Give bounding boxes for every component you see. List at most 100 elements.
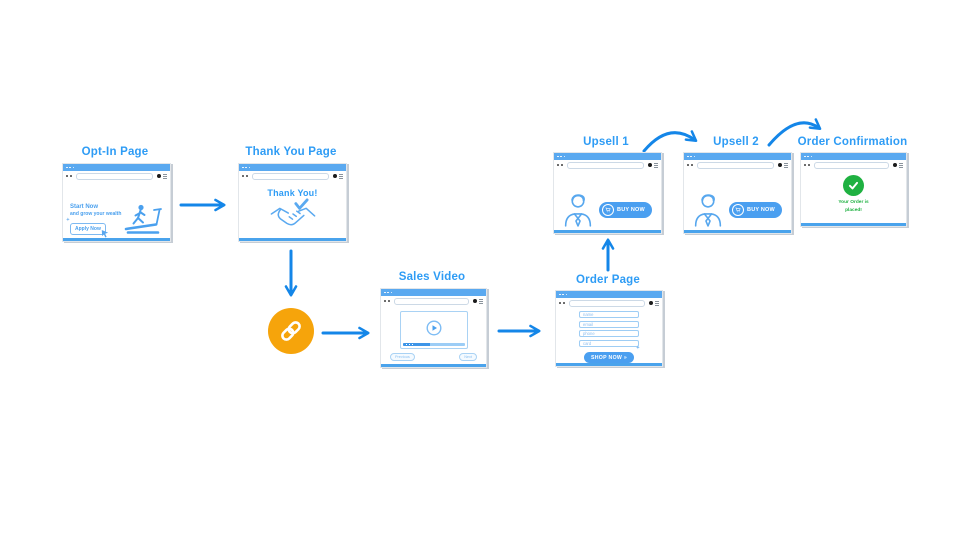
card-field[interactable] — [579, 339, 639, 347]
menu-icon[interactable] — [479, 298, 483, 304]
window-toolbar — [63, 171, 170, 181]
thank-you-message: Thank You! — [267, 188, 318, 198]
sparkle-icon: ✦ — [635, 345, 641, 350]
url-bar[interactable] — [696, 161, 774, 169]
titlebar-dot-icon — [810, 155, 813, 158]
confirmation-content: Your Order is placed! — [801, 170, 906, 223]
opt-in-content: Start Now and grow your wealth ✦ Apply N… — [63, 181, 170, 258]
titlebar-dot-icon — [563, 155, 566, 158]
previous-button[interactable]: Previous — [390, 353, 415, 361]
profile-icon — [157, 174, 161, 178]
next-button[interactable]: Next — [459, 353, 477, 361]
window-titlebar — [554, 153, 661, 160]
window-toolbar — [684, 160, 791, 170]
person-icon — [694, 194, 722, 227]
back-dot-icon — [687, 164, 689, 166]
titlebar-dot-icon — [690, 155, 693, 158]
profile-icon — [893, 163, 897, 167]
titlebar-dot-icon — [562, 293, 565, 296]
url-bar[interactable] — [251, 172, 329, 180]
thank-you-page-window: Thank You! — [238, 163, 347, 242]
thank-you-content: Thank You! — [239, 181, 346, 238]
back-dot-icon — [804, 164, 806, 166]
menu-icon[interactable] — [899, 162, 903, 168]
window-toolbar — [239, 171, 346, 181]
opt-in-headline: Start Now — [70, 204, 99, 210]
url-bar[interactable] — [75, 172, 153, 180]
forward-dot-icon — [69, 175, 72, 177]
person-icon — [564, 194, 592, 227]
opt-in-page-title: Opt-In Page — [81, 146, 149, 158]
buy-now-label: BUY NOW — [747, 207, 775, 213]
shop-now-label: SHOP NOW » — [590, 354, 628, 361]
forward-dot-icon — [560, 164, 563, 166]
upsell-1-title: Upsell 1 — [583, 136, 629, 148]
profile-icon — [649, 301, 653, 305]
menu-icon[interactable] — [339, 173, 343, 179]
window-footer-bar — [556, 363, 662, 366]
url-bar[interactable] — [813, 161, 889, 169]
titlebar-dot-icon — [384, 291, 386, 294]
window-titlebar — [63, 164, 170, 171]
window-toolbar — [556, 298, 662, 308]
sales-video-title: Sales Video — [398, 271, 466, 283]
upsell-2-window: BUY NOW — [683, 152, 792, 234]
apply-now-button[interactable]: ✦ Apply Now — [66, 217, 109, 238]
upsell-2-title: Upsell 2 — [713, 136, 759, 148]
opt-in-page-window: Start Now and grow your wealth ✦ Apply N… — [62, 163, 171, 242]
progress-tick — [405, 343, 407, 345]
shop-now-button[interactable]: ✦ SHOP NOW » ✦ — [583, 345, 640, 363]
play-icon[interactable] — [425, 320, 442, 336]
phone-field[interactable] — [579, 330, 639, 337]
titlebar-dot-icon — [245, 166, 248, 169]
window-titlebar — [381, 289, 486, 296]
url-bar[interactable] — [568, 299, 645, 307]
back-dot-icon — [242, 175, 244, 177]
url-bar[interactable] — [393, 297, 469, 305]
titlebar-dot-icon — [560, 155, 563, 158]
menu-icon[interactable] — [163, 173, 167, 179]
buy-now-button[interactable]: BUY NOW — [729, 202, 782, 218]
titlebar-dot-icon — [72, 166, 75, 169]
opt-in-subline: and grow your wealth — [70, 211, 122, 217]
profile-icon — [778, 163, 782, 167]
profile-icon — [333, 174, 337, 178]
url-bar[interactable] — [566, 161, 644, 169]
profile-icon — [473, 299, 477, 303]
window-footer-bar — [801, 223, 906, 226]
titlebar-dot-icon — [390, 291, 393, 294]
apply-now-label: Apply Now — [75, 226, 101, 232]
cart-icon — [602, 204, 615, 216]
window-titlebar — [684, 153, 791, 160]
titlebar-dot-icon — [69, 166, 72, 169]
titlebar-dot-icon — [807, 155, 810, 158]
name-field[interactable] — [579, 311, 639, 318]
window-toolbar — [801, 160, 906, 170]
email-field[interactable] — [579, 320, 639, 328]
titlebar-dot-icon — [557, 155, 559, 158]
menu-icon[interactable] — [654, 162, 658, 168]
video-progress-fill — [402, 342, 431, 346]
titlebar-dot-icon — [693, 155, 696, 158]
menu-icon[interactable] — [655, 300, 659, 306]
confirmation-message: Your Order is placed! — [838, 200, 869, 213]
back-dot-icon — [559, 302, 561, 304]
buy-now-button[interactable]: BUY NOW — [599, 202, 652, 218]
titlebar-dot-icon — [66, 166, 68, 169]
sales-video-window: Previous Next — [380, 288, 487, 368]
window-titlebar — [556, 291, 662, 298]
back-dot-icon — [557, 164, 559, 166]
sales-video-content: Previous Next — [381, 306, 486, 364]
window-footer-bar — [381, 364, 486, 367]
order-page-title: Order Page — [576, 274, 640, 286]
window-toolbar — [554, 160, 661, 170]
menu-icon[interactable] — [784, 162, 788, 168]
titlebar-dot-icon — [248, 166, 251, 169]
link-icon — [281, 321, 301, 341]
progress-tick — [408, 343, 410, 345]
upsell-1-content: BUY NOW — [554, 170, 661, 250]
video-progress-bar[interactable] — [402, 342, 465, 346]
cart-icon — [732, 204, 745, 216]
